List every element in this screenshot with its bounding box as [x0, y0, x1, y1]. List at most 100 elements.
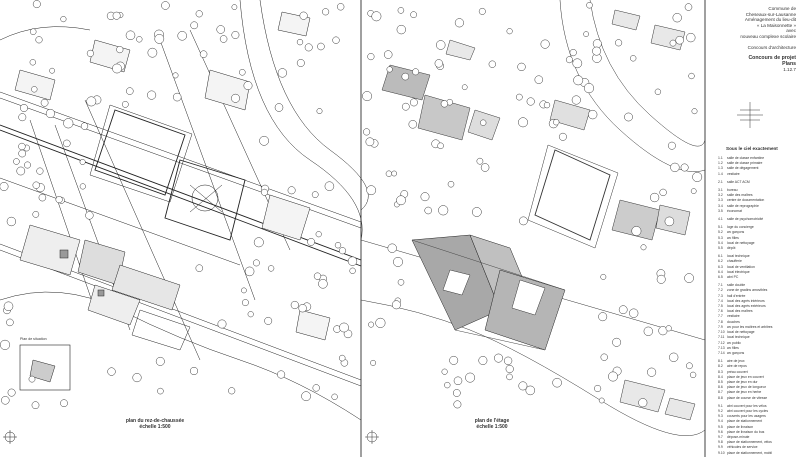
- legend-row-label: dépôt: [727, 246, 736, 251]
- project-line2: « La Maisonnette »: [756, 22, 796, 28]
- legend-row-label: aire de jeux: [727, 359, 745, 364]
- legend-row-number: 3.2: [718, 193, 723, 198]
- legend-row-number: 5.5: [718, 246, 723, 251]
- tree-symbol: [107, 367, 116, 376]
- tree-symbol: [534, 75, 544, 84]
- tree-symbol: [147, 47, 158, 58]
- tree-symbol: [228, 387, 236, 395]
- tree-symbol: [1, 396, 10, 405]
- tree-symbol: [136, 36, 143, 43]
- legend-row-label: préau couvert: [727, 369, 748, 374]
- tree-symbol: [264, 316, 273, 325]
- tree-symbol: [675, 35, 684, 45]
- tree-symbol: [371, 11, 382, 22]
- legend-row-number: 8.2: [718, 364, 723, 369]
- legend-row-number: 9.10: [718, 450, 725, 455]
- legend-row-label: aire de repos: [727, 364, 747, 369]
- tree-symbol: [526, 97, 535, 106]
- tree-symbol: [553, 119, 560, 126]
- tree-symbol: [656, 274, 666, 284]
- tree-symbol: [79, 183, 86, 190]
- legend-row-number: 5.1: [718, 225, 723, 230]
- tree-symbol: [654, 88, 662, 95]
- tree-symbol: [583, 31, 589, 37]
- legend-row-number: 7.11: [718, 335, 725, 340]
- legend-row-number: 9.4: [718, 419, 723, 424]
- legend-row-number: 1.1: [718, 156, 723, 160]
- tree-symbol: [241, 299, 249, 307]
- legend-row-number: 4.1: [718, 217, 723, 222]
- tree-symbol: [362, 91, 373, 102]
- legend-row-label: place de livraison: [727, 424, 754, 429]
- legend-row-label: abri couvert pour les vélos: [727, 403, 767, 408]
- legend-row-label: wc garçons: [727, 230, 745, 235]
- tree-symbol: [387, 243, 397, 253]
- legend-row-number: 3.4: [718, 203, 723, 208]
- legend-row-label: salle de classe primaire: [727, 161, 763, 166]
- legend-row-number: 9.9: [718, 445, 723, 450]
- tree-symbol: [424, 206, 432, 215]
- tree-symbol: [669, 352, 679, 362]
- tree-symbol: [608, 371, 618, 382]
- legend-row-number: 9.1: [718, 403, 723, 408]
- legend-row-number: 6.2: [718, 259, 723, 264]
- tree-symbol: [32, 0, 41, 9]
- tree-symbol: [18, 113, 27, 122]
- tree-symbol: [488, 60, 496, 68]
- upper-floor-title: plan de l'étage: [474, 418, 510, 424]
- upper-floor-plan: [360, 0, 706, 444]
- legend-row-number: 7.3: [718, 293, 723, 298]
- tree-symbol: [172, 92, 182, 102]
- tree-symbol: [478, 7, 486, 15]
- tree-symbol: [665, 325, 672, 332]
- legend-row-label: place de jeux en couvert: [727, 374, 764, 379]
- tree-symbol: [391, 300, 401, 310]
- tree-symbol: [375, 317, 386, 328]
- tree-symbol: [420, 192, 430, 202]
- tree-symbol: [79, 159, 86, 165]
- legend-row-number: 8.3: [718, 369, 723, 374]
- tree-symbol: [670, 162, 680, 173]
- legend-row-label: local technique: [727, 335, 750, 340]
- legend-row-label: chaufferie: [727, 259, 742, 264]
- tree-symbol: [324, 181, 335, 191]
- legend-row-label: local électrique: [727, 269, 750, 274]
- tree-symbol: [667, 141, 676, 150]
- tree-symbol: [461, 84, 468, 91]
- tree-symbol: [112, 63, 122, 74]
- title-block-graphics: [737, 102, 763, 128]
- legend-row-number: 7.8: [718, 319, 723, 324]
- tree-symbol: [126, 87, 134, 95]
- tree-symbol: [121, 101, 129, 108]
- legend-row-number: 3.1: [718, 188, 723, 193]
- legend-row-number: 1.3: [718, 166, 723, 171]
- tree-symbol: [29, 28, 37, 35]
- tree-symbol: [506, 28, 513, 35]
- tree-symbol: [318, 279, 328, 289]
- tree-symbol: [692, 172, 703, 182]
- legend-row-label: place de livraison du bus: [727, 429, 765, 434]
- legend-row-label: vestiaire: [727, 314, 740, 319]
- tree-symbol: [649, 192, 660, 203]
- tree-symbol: [125, 30, 136, 41]
- legend-row-label: salle des maîtres: [727, 193, 753, 198]
- tree-symbol: [296, 38, 304, 46]
- legend-row-label: wc filles: [727, 345, 739, 350]
- legend-row-label: couverts pour les usagers: [727, 414, 766, 419]
- legend-row-label: local technique: [727, 254, 750, 259]
- tree-symbol: [396, 195, 406, 206]
- tree-symbol: [112, 11, 121, 20]
- tree-symbol: [401, 72, 410, 81]
